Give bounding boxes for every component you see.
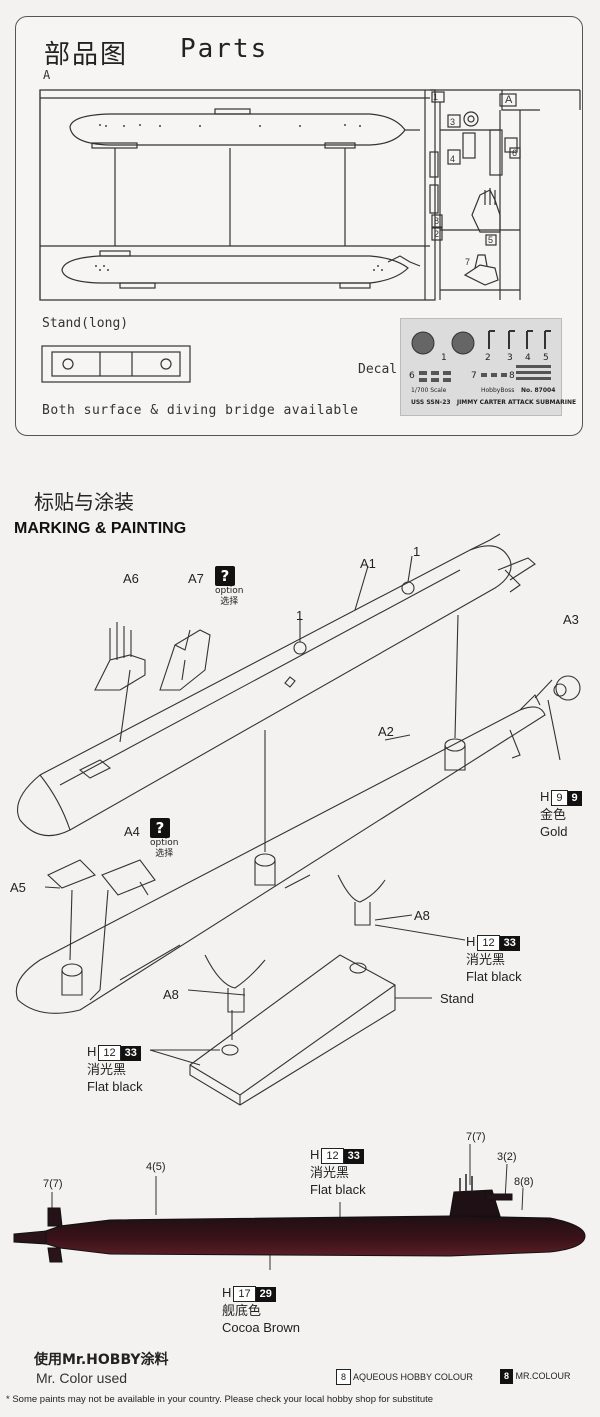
legend-aqueous: 8 AQUEOUS HOBBY COLOUR (334, 1369, 473, 1385)
fb1-mr-code: 33 (499, 936, 520, 951)
decal-sheet-marks (411, 330, 551, 382)
fb2-mr-code: 33 (120, 1046, 141, 1061)
fb1-h: H (466, 934, 476, 949)
profile-label-4: 4(5) (146, 1161, 166, 1173)
decal-num-8: 8 (509, 371, 515, 381)
gold-h: H (540, 789, 550, 804)
cocoa-cn: 舰底色 (222, 1303, 262, 1318)
sprue-tag: A (505, 94, 513, 106)
fb2-cn: 消光黑 (87, 1062, 127, 1077)
parts-title-cn: 部品图 (44, 40, 129, 70)
legend-mr-label: MR.COLOUR (515, 1371, 571, 1381)
decal-num-5: 5 (543, 353, 549, 363)
label-a8-left: A8 (163, 987, 179, 1002)
stand-long-drawing (41, 345, 191, 383)
decal-num-4: 4 (525, 353, 531, 363)
gold-cn: 金色 (540, 807, 567, 822)
fb1-en: Flat black (466, 969, 522, 984)
decal-num-2: 2 (485, 353, 491, 363)
mr-hobby-used-cn: 使用Mr.HOBBY涂料 (34, 1352, 169, 1368)
pfb-en: Flat black (310, 1182, 366, 1197)
profile-label-7-left: 7(7) (43, 1178, 63, 1190)
assembly-drawing (15, 533, 581, 1106)
cocoa-hobby-code: 17 (233, 1286, 256, 1302)
label-a5: A5 (10, 880, 26, 895)
sprue-num-4: 4 (450, 154, 455, 164)
gold-hobby-code: 9 (551, 790, 568, 806)
fb2-h: H (87, 1044, 97, 1059)
sprue-num-1: 1 (433, 92, 438, 102)
sprue-num-5: 5 (488, 235, 493, 245)
marking-title-cn: 标贴与涂装 (34, 490, 134, 514)
option-en: option (215, 586, 244, 596)
decal-num-6: 6 (409, 371, 415, 381)
sprue-drawing: 1 3 4 6 8 2 5 7 A (39, 89, 581, 301)
decal-num-7: 7 (471, 371, 477, 381)
label-decal-1a: 1 (413, 544, 421, 559)
pfb-mr-code: 33 (343, 1149, 364, 1164)
label-a7: A7 (188, 571, 204, 586)
label-a2: A2 (378, 724, 394, 739)
parts-note: Both surface & diving bridge available (42, 403, 359, 418)
label-a6: A6 (123, 571, 139, 586)
fb2-hobby-code: 12 (98, 1045, 121, 1061)
decal-name: USS SSN-23 JIMMY CARTER ATTACK SUBMARINE (411, 399, 577, 406)
decal-brand: HobbyBoss (481, 387, 515, 394)
decal-scale: 1/700 Scale (411, 387, 447, 394)
decal-num-1: 1 (441, 353, 447, 363)
fb1-cn: 消光黑 (466, 952, 506, 967)
cocoa-h: H (222, 1285, 232, 1300)
option-en: option (150, 838, 179, 848)
parts-title-en: Parts (180, 34, 269, 64)
decal-label: Decal (358, 362, 398, 377)
stand-long-label: Stand(long) (42, 316, 129, 331)
pfb-cn: 消光黑 (310, 1165, 350, 1180)
sprue-num-2: 2 (434, 229, 439, 239)
question-icon: ? (215, 566, 235, 586)
sprue-num-3: 3 (450, 117, 455, 127)
fb1-hobby-code: 12 (477, 935, 500, 951)
label-decal-1b: 1 (296, 608, 304, 623)
legend-aqueous-label: AQUEOUS HOBBY COLOUR (353, 1372, 473, 1382)
decal-kit-no: No. 87004 (521, 387, 556, 394)
profile-label-3: 3(2) (497, 1151, 517, 1163)
sprue-num-6: 6 (512, 148, 517, 158)
legend-mr-box: 8 (500, 1369, 514, 1384)
sprue-label: A (43, 68, 51, 82)
label-a8-right: A8 (414, 908, 430, 923)
gold-en: Gold (540, 824, 568, 839)
submarine-profile (13, 1144, 586, 1270)
decal-num-3: 3 (507, 353, 513, 363)
marking-title-en: MARKING & PAINTING (14, 520, 187, 537)
option-block-a4: ? option 选择 (150, 818, 178, 860)
fb2-en: Flat black (87, 1079, 143, 1094)
label-a3: A3 (563, 612, 579, 627)
option-block-a7: ? option 选择 (215, 566, 243, 608)
cocoa-en: Cocoa Brown (222, 1320, 301, 1335)
pfb-hobby-code: 12 (321, 1148, 344, 1164)
sprue-num-7: 7 (465, 257, 470, 267)
option-cn: 选择 (220, 597, 239, 607)
legend-aqueous-box: 8 (336, 1369, 352, 1385)
label-a1: A1 (360, 556, 376, 571)
label-stand: Stand (440, 991, 474, 1006)
label-a4: A4 (124, 824, 140, 839)
availability-note: * Some paints may not be available in yo… (6, 1394, 434, 1405)
pfb-h: H (310, 1147, 320, 1162)
profile-label-8: 8(8) (514, 1176, 534, 1188)
sprue-num-8: 8 (434, 216, 439, 226)
question-icon: ? (150, 818, 170, 838)
decal-sheet: 1 2 3 4 5 6 7 8 1/700 Scale HobbyBoss No… (400, 318, 576, 416)
mr-color-used-en: Mr. Color used (36, 1370, 128, 1386)
profile-label-7-top: 7(7) (466, 1131, 486, 1143)
option-cn: 选择 (155, 849, 174, 859)
legend-mr: 8 MR.COLOUR (500, 1369, 571, 1384)
gold-mr-code: 9 (567, 791, 582, 806)
cocoa-mr-code: 29 (255, 1287, 276, 1302)
